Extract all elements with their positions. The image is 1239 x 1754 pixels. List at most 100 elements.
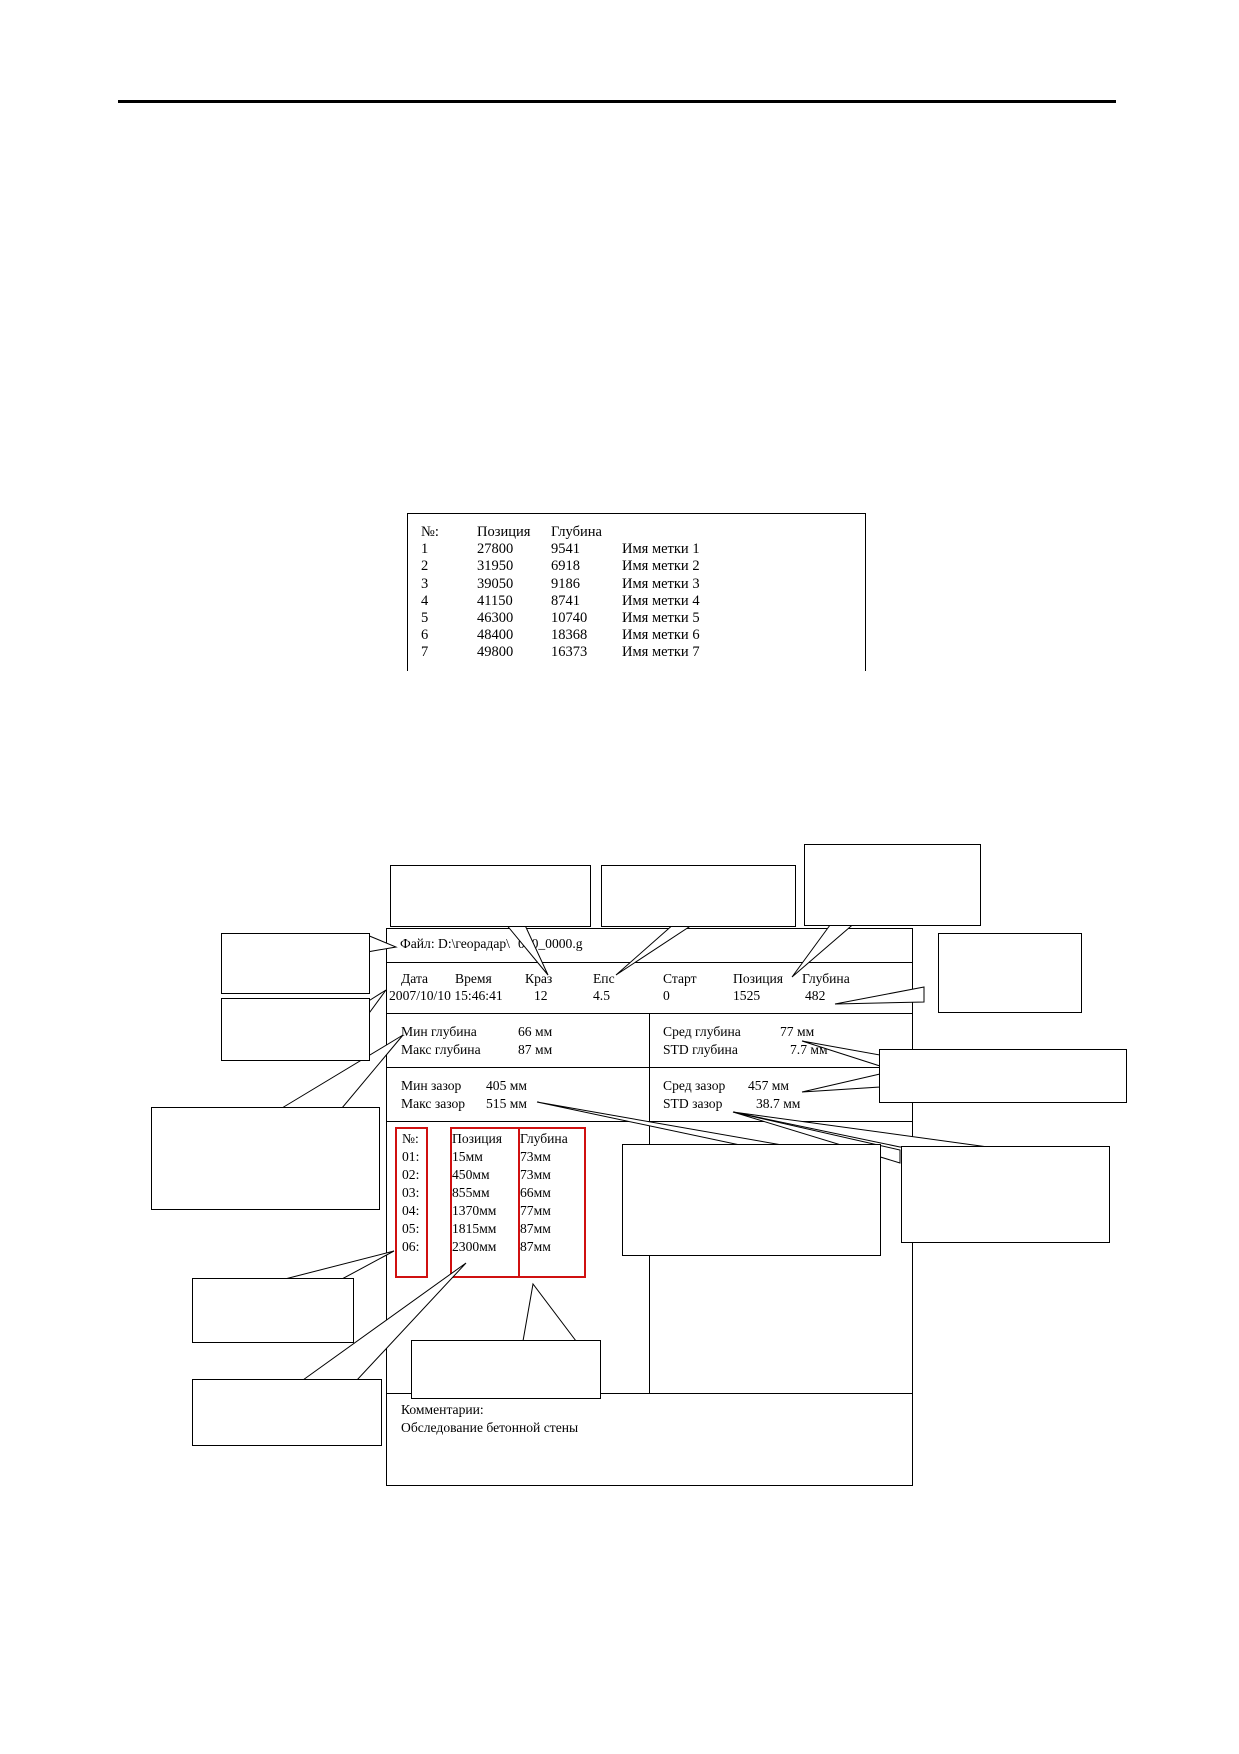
points-depth-header: Глубина [520, 1131, 568, 1146]
min-gap-value: 405 мм [486, 1078, 527, 1093]
divider [386, 1393, 912, 1394]
callout-box [192, 1379, 382, 1446]
cell: 5 [421, 610, 429, 627]
callout-box [879, 1049, 1127, 1103]
markers-table: №: Позиция Глубина 1 27800 9541 Имя метки 1… [407, 513, 866, 671]
cell: 4 [421, 592, 429, 609]
min-gap-label: Мин зазор [401, 1078, 462, 1093]
header-position-value: 1525 [733, 988, 761, 1003]
header-kraz-label: Краз [525, 971, 553, 986]
callout-tail [791, 920, 859, 978]
header-eps-label: Епс [593, 971, 615, 986]
point-number: 02: [402, 1167, 420, 1182]
markers-header-row: №: Позиция Глубина [421, 524, 742, 541]
point-position: 855мм [452, 1185, 490, 1200]
point-depth: 66мм [520, 1185, 551, 1200]
callout-tail [284, 1250, 395, 1280]
cell: 27800 [477, 541, 514, 558]
col-position-header: Позиция [477, 524, 531, 540]
point-depth: 87мм [520, 1239, 551, 1254]
callout-tail [615, 922, 697, 976]
cell: 16373 [551, 644, 588, 661]
col-number-header: №: [421, 524, 439, 540]
callout-tail [834, 986, 925, 1005]
callout-box [192, 1278, 354, 1343]
callout-box [390, 865, 591, 927]
cell: 1 [421, 541, 429, 558]
highlight-number-column [395, 1127, 428, 1278]
point-number: 03: [402, 1185, 420, 1200]
point-position: 450мм [452, 1167, 490, 1182]
cell: 31950 [477, 558, 514, 575]
point-depth: 87мм [520, 1221, 551, 1236]
min-depth-value: 66 мм [518, 1024, 553, 1039]
cell: 3 [421, 575, 429, 592]
point-number: 04: [402, 1203, 420, 1218]
divider [386, 962, 912, 963]
cell: 46300 [477, 610, 514, 627]
min-depth-label: Мин глубина [401, 1024, 477, 1039]
callout-tail [536, 1101, 783, 1146]
cell: 7 [421, 644, 429, 661]
cell: 9541 [551, 541, 580, 558]
cell: Имя метки 6 [622, 627, 700, 644]
max-gap-label: Макс зазор [401, 1096, 466, 1111]
cell: 48400 [477, 627, 514, 644]
highlight-depth-column [518, 1127, 586, 1278]
max-depth-label: Макс глубина [401, 1042, 481, 1057]
cell: Имя метки 7 [622, 644, 700, 661]
table-row: 4 41150 8741 Имя метки 4 [421, 593, 742, 610]
point-number: 01: [402, 1149, 420, 1164]
point-depth: 73мм [520, 1167, 551, 1182]
table-row: 7 49800 16373 Имя метки 7 [421, 644, 742, 661]
avg-gap-value: 457 мм [748, 1078, 789, 1093]
point-position: 2300мм [452, 1239, 497, 1254]
callout-tail [366, 934, 398, 953]
avg-gap-label: Сред зазор [663, 1078, 726, 1093]
file-label: Файл: D:\георадар\ [400, 936, 510, 951]
table-row: 2 31950 6918 Имя метки 2 [421, 558, 742, 575]
cell: Имя метки 2 [622, 558, 700, 575]
avg-depth-label: Сред глубина [663, 1024, 741, 1039]
header-depth-label: Глубина [802, 971, 850, 986]
header-kraz-value: 12 [534, 988, 548, 1003]
max-gap-value: 515 мм [486, 1096, 527, 1111]
header-date-label: Дата [401, 971, 429, 986]
callout-box [151, 1107, 380, 1210]
cell: 9186 [551, 575, 580, 592]
cell: 6918 [551, 558, 580, 575]
callout-tail [801, 1040, 881, 1067]
cell: 8741 [551, 592, 580, 609]
cell: Имя метки 1 [622, 541, 700, 558]
callout-box [221, 933, 370, 994]
avg-depth-value: 77 мм [780, 1024, 815, 1039]
points-number-header: №: [402, 1131, 419, 1146]
cell: 39050 [477, 575, 514, 592]
header-datetime-value: 2007/10/10 15:46:41 [389, 988, 503, 1003]
callout-box [804, 844, 981, 926]
callout-box [938, 933, 1082, 1013]
cell: Имя метки 4 [622, 592, 700, 609]
point-depth: 73мм [520, 1149, 551, 1164]
header-eps-value: 4.5 [593, 988, 610, 1003]
cell: 49800 [477, 644, 514, 661]
header-depth-value: 482 [805, 988, 826, 1003]
header-start-value: 0 [663, 988, 670, 1003]
point-position: 15мм [452, 1149, 483, 1164]
callout-box [622, 1144, 881, 1256]
header-start-label: Старт [663, 971, 697, 986]
point-number: 05: [402, 1221, 420, 1236]
callout-box [221, 998, 370, 1061]
cell: 2 [421, 558, 429, 575]
callout-tail [522, 1282, 578, 1342]
points-position-header: Позиция [452, 1131, 503, 1146]
header-time-label: Время [455, 971, 492, 986]
comment-label: Комментарии: [401, 1402, 484, 1417]
header-position-label: Позиция [733, 971, 784, 986]
point-position: 1815мм [452, 1221, 497, 1236]
cell: Имя метки 3 [622, 575, 700, 592]
cell: 41150 [477, 592, 513, 609]
